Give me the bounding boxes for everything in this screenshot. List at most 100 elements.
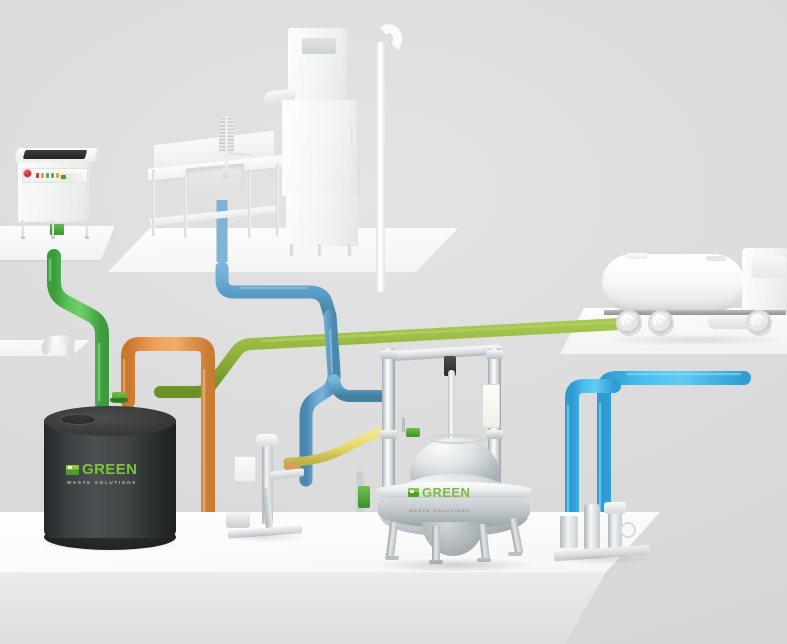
separator-clamp-ring [428, 434, 484, 444]
indicator-light-red [36, 173, 39, 178]
separator-brand-logo: GREEN WASTE SOLUTIONS [408, 486, 470, 517]
truck-windshield [752, 256, 786, 278]
truck-wheel [648, 310, 674, 336]
pump-left-column [262, 446, 273, 524]
truck-side-fuel-tank [708, 316, 754, 329]
hood-type-dishwasher[interactable] [264, 28, 364, 260]
brand-wordmark: GREEN [82, 461, 138, 478]
separator-drive-shaft [448, 370, 455, 448]
sink-leg [152, 170, 155, 236]
dishwasher-door-handle[interactable] [351, 124, 354, 146]
dishwasher-wash-chamber[interactable] [282, 100, 360, 196]
sink-leg [248, 170, 251, 238]
pump-right-housing [560, 516, 578, 548]
sink-undershelf [150, 205, 278, 226]
pipe-steelblue-drain-upper [215, 261, 337, 323]
pipe-cyan-highlight [566, 372, 742, 516]
sink-basin[interactable] [186, 163, 244, 197]
separator-collar [380, 430, 397, 439]
truck-top-hatch[interactable] [626, 253, 648, 259]
pump-right-head [604, 502, 626, 514]
disposer-brand-plate [60, 172, 84, 181]
green-leaf-mark-icon [408, 488, 419, 497]
disposer-foot [85, 236, 89, 239]
pump-left-shadow [224, 532, 306, 542]
pipe-steelblue-highlight [238, 286, 334, 374]
collection-tanker-truck[interactable] [596, 244, 787, 346]
dishwasher-foot [290, 244, 294, 256]
truck-ground-shadow [606, 334, 786, 346]
pump-right-valve-handwheel[interactable] [620, 522, 636, 538]
vent-vertical-pipe [376, 42, 385, 292]
disposer-leg [52, 220, 54, 238]
vent-hook [376, 24, 402, 54]
tank-manway-hatch[interactable] [60, 414, 96, 425]
indicator-light-green [46, 173, 49, 178]
tank-top-valve-handle[interactable] [110, 398, 128, 402]
sink-leg [184, 176, 187, 238]
separator-drain-valve[interactable] [358, 486, 370, 508]
centrifugal-separator[interactable]: GREEN WASTE SOLUTIONS [366, 334, 542, 572]
disposer-leg [86, 220, 88, 238]
pump-left-motor [226, 512, 250, 528]
separator-foot [477, 558, 491, 562]
indicator-light-amber-2 [56, 173, 59, 178]
separator-foot [429, 560, 443, 564]
platform-front-face [0, 572, 606, 644]
platform-surface [0, 340, 90, 356]
truck-fill-port[interactable] [706, 256, 726, 261]
bulk-storage-tank[interactable]: GREEN WASTE SOLUTIONS [40, 406, 180, 554]
disposer-hopper-opening[interactable] [22, 150, 88, 159]
dishwasher-hood-vent-panel [302, 38, 336, 54]
pre-rinse-sink-station[interactable] [148, 116, 288, 258]
pipe-cyan-riser-b [565, 379, 621, 525]
truck-wheel [616, 310, 642, 336]
pipe-cyan-riser-a [597, 371, 751, 523]
separator-collar [486, 430, 503, 439]
green-leaf-mark-icon [66, 464, 79, 475]
separator-ground-shadow [372, 558, 536, 572]
tank-brand-logo: GREEN WASTE SOLUTIONS [66, 462, 152, 485]
pump-left-top-cap [256, 434, 278, 448]
tank-top-valve[interactable] [112, 392, 126, 403]
pipe-steelblue-drain-lower [299, 309, 341, 487]
food-waste-disposer[interactable] [14, 140, 100, 239]
truck-tank-barrel [602, 254, 744, 312]
pre-rinse-spray-head[interactable] [222, 168, 229, 178]
separator-inlet-valve[interactable] [406, 428, 420, 437]
pipe-green-feed [47, 249, 109, 411]
disposer-cabinet [18, 154, 92, 222]
brand-tagline: WASTE SOLUTIONS [67, 479, 137, 485]
disposer-control-panel[interactable] [22, 168, 88, 183]
separator-frame-column-left [382, 348, 395, 498]
separator-flange-band [376, 482, 532, 502]
separator-collar [486, 350, 503, 359]
exhaust-vent-stack [358, 24, 402, 296]
truck-chassis-rail [604, 310, 786, 315]
disposer-foot [21, 236, 25, 239]
dishwasher-foot [318, 244, 322, 256]
truck-wheel [746, 310, 772, 336]
faucet-stem [225, 118, 228, 168]
separator-foot [385, 556, 399, 560]
discharge-pump-skid[interactable] [552, 500, 654, 566]
platform-mid-left-ledge [0, 340, 90, 356]
emergency-stop-button[interactable] [24, 170, 31, 177]
transfer-pump-skid[interactable] [222, 432, 308, 544]
pump-left-control-box[interactable] [234, 456, 256, 482]
separator-valve-stem [402, 418, 405, 432]
indicator-light-green-2 [51, 173, 54, 178]
separator-collar [380, 350, 397, 359]
pump-right-shadow [552, 554, 652, 564]
disposer-foot [51, 236, 55, 239]
brand-wordmark: GREEN [422, 485, 471, 500]
separator-top-beam [384, 344, 502, 362]
pump-left-outlet-arm [270, 468, 304, 480]
dishwasher-foot [348, 244, 352, 256]
dishwasher-base-cabinet [286, 194, 358, 246]
disposer-leg [22, 220, 24, 238]
pump-right-cylinder-b [608, 510, 622, 550]
disposer-green-accent-panel [50, 224, 64, 235]
brand-tagline: WASTE SOLUTIONS [409, 508, 471, 513]
